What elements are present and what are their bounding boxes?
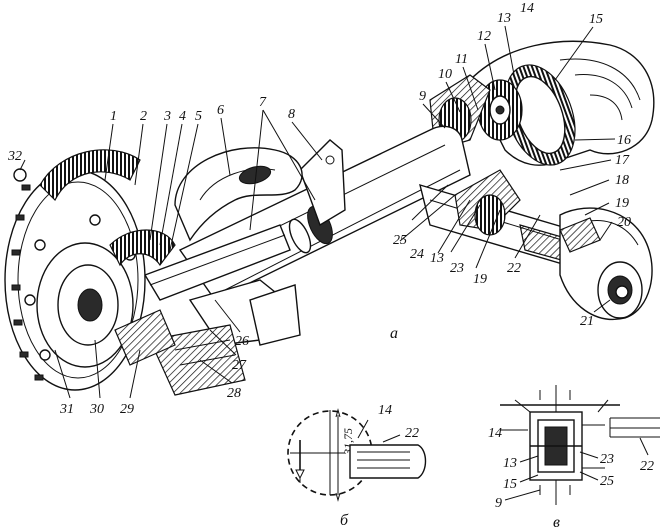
inset-b-label-22: 22: [405, 426, 419, 441]
inset-b-shaft: [349, 444, 427, 479]
inset-c-label-9: 9: [495, 496, 502, 511]
label-23: 23: [450, 261, 464, 276]
inset-c-label-22: 22: [640, 459, 654, 474]
label-29: 29: [120, 402, 134, 417]
leader-lines: [19, 25, 616, 399]
axle-shaft: [143, 224, 291, 301]
inset-c: 14 13 15 9 23 25 22 в: [488, 385, 660, 531]
callout-labels: 1 2 3 4 5 6 7 8 9 10 11 12 13 14 15 16 1…: [7, 1, 631, 417]
label-13a: 13: [497, 11, 511, 26]
drum-fins: [11, 184, 44, 381]
brake-cooling-fins: [39, 149, 141, 202]
label-12: 12: [477, 29, 491, 44]
label-20: 20: [617, 215, 631, 230]
label-22: 22: [507, 261, 521, 276]
bolt-32: [13, 168, 27, 182]
label-16: 16: [617, 133, 631, 148]
inset-c-label-13: 13: [503, 456, 517, 471]
label-18: 18: [615, 173, 629, 188]
label-21: 21: [580, 314, 594, 329]
inset-c-label-25: 25: [600, 474, 614, 489]
label-32: 32: [7, 149, 22, 164]
label-7: 7: [259, 95, 267, 110]
label-2: 2: [140, 109, 147, 124]
label-14: 14: [520, 1, 534, 16]
label-9: 9: [419, 89, 426, 104]
label-6: 6: [217, 103, 224, 118]
label-4: 4: [179, 109, 186, 124]
subfigure-b: б: [340, 512, 349, 529]
label-10: 10: [438, 67, 452, 82]
label-11: 11: [455, 52, 468, 67]
label-8: 8: [288, 107, 295, 122]
label-19b: 19: [473, 272, 487, 287]
label-1: 1: [110, 109, 117, 124]
label-5: 5: [195, 109, 202, 124]
subfigure-c: в: [553, 514, 560, 531]
inset-c-label-15: 15: [503, 477, 517, 492]
inset-c-label-23: 23: [600, 452, 614, 467]
inset-b: 31,75 14 22 б: [287, 403, 427, 529]
label-25: 25: [393, 233, 407, 248]
label-15: 15: [589, 12, 603, 27]
label-26: 26: [235, 334, 249, 349]
axle-assembly: [4, 40, 655, 396]
subfigure-a: а: [390, 325, 398, 342]
inset-c-label-14: 14: [488, 426, 502, 441]
label-17: 17: [615, 153, 630, 168]
label-13b: 13: [430, 251, 444, 266]
label-28: 28: [227, 386, 241, 401]
inset-b-label-14: 14: [378, 403, 392, 418]
label-30: 30: [89, 402, 104, 417]
label-24: 24: [410, 247, 424, 262]
label-27: 27: [232, 358, 247, 373]
label-19a: 19: [615, 196, 629, 211]
label-31: 31: [59, 402, 74, 417]
label-3: 3: [163, 109, 171, 124]
